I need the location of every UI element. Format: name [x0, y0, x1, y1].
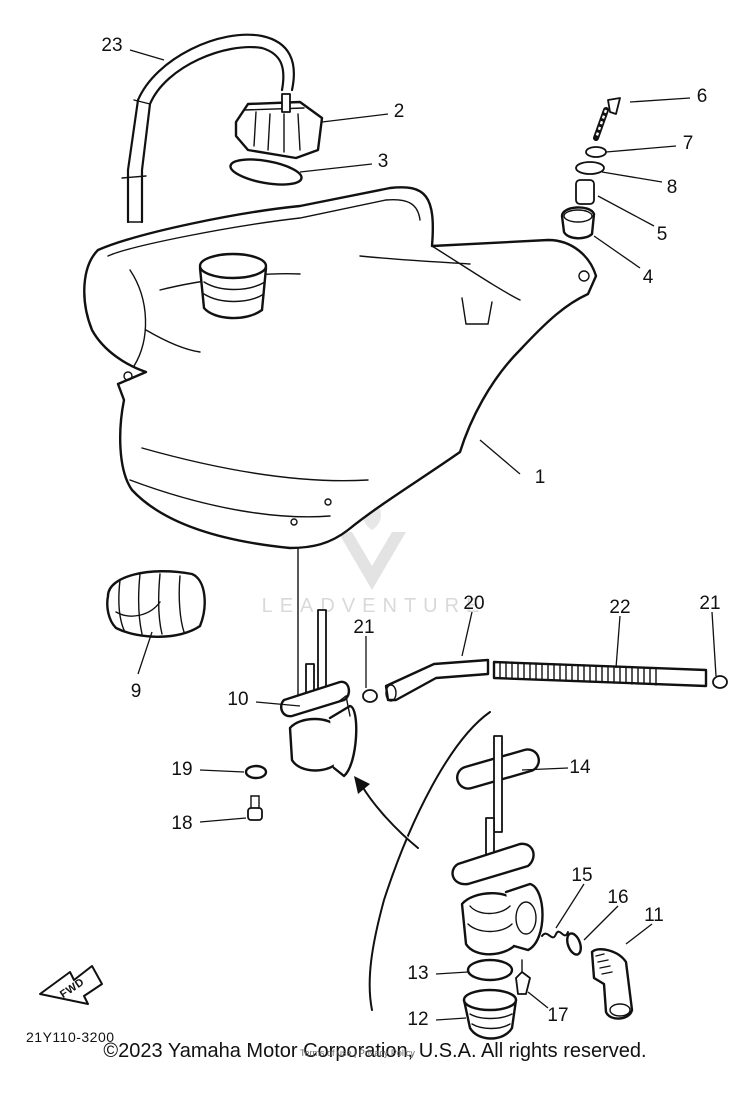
- callout-c3: 3: [378, 151, 389, 172]
- callout-c9: 9: [131, 681, 142, 702]
- spring: [541, 930, 569, 939]
- callout-c7: 7: [683, 133, 694, 154]
- leader-line-c4: [593, 235, 641, 269]
- filter-cup: [462, 988, 518, 1040]
- leader-line-c7: [605, 145, 677, 153]
- leader-line-c23: [129, 49, 165, 61]
- callout-c4: 4: [643, 267, 654, 288]
- leader-line-c18: [199, 817, 247, 823]
- watermark-text: LEADVENTURE: [262, 595, 487, 617]
- callout-c21a: 21: [353, 617, 374, 638]
- leader-line-c21b: [711, 611, 717, 677]
- fuel-cock: [280, 609, 358, 778]
- leader-line-c17: [527, 991, 549, 1009]
- hose-clamp-right: [712, 675, 728, 689]
- leader-line-c2: [321, 113, 389, 123]
- leader-line-c13: [435, 971, 469, 975]
- callout-c21b: 21: [699, 593, 720, 614]
- callout-c15: 15: [571, 865, 592, 886]
- callout-c8: 8: [667, 177, 678, 198]
- breather-hose: [121, 33, 295, 224]
- leader-line-c10: [255, 701, 301, 707]
- callout-c1: 1: [535, 467, 546, 488]
- leader-line-c16: [583, 905, 619, 941]
- leader-line-c9: [137, 631, 153, 675]
- fwd-arrow-icon: FWD: [39, 965, 103, 1005]
- callout-c18: 18: [171, 813, 192, 834]
- callout-c20: 20: [463, 593, 484, 614]
- callout-c5: 5: [657, 224, 668, 245]
- callout-c23: 23: [101, 35, 122, 56]
- leader-line-c11: [625, 923, 653, 945]
- leader-line-c6: [629, 97, 691, 103]
- callout-c22: 22: [609, 597, 630, 618]
- cap-gasket: [229, 158, 303, 186]
- callout-c13: 13: [407, 963, 428, 984]
- callout-c12: 12: [407, 1009, 428, 1030]
- fuel-cap: [234, 93, 324, 160]
- callout-c11: 11: [644, 905, 664, 926]
- fuel-cock-detail: [451, 817, 544, 956]
- hose-protector: [492, 660, 708, 688]
- callout-c2: 2: [394, 101, 405, 122]
- leader-line-c5: [597, 195, 655, 227]
- copyright-footer: ©2023 Yamaha Motor Corporation, U.S.A. A…: [0, 1036, 750, 1066]
- elbow-fitting: [590, 948, 634, 1020]
- leader-line-c14: [521, 767, 569, 771]
- copyright-text: ©2023 Yamaha Motor Corporation, U.S.A. A…: [103, 1040, 647, 1062]
- leader-line-c22: [615, 615, 621, 669]
- leader-line-c8: [601, 171, 663, 183]
- detail-arrow: [354, 776, 419, 849]
- leader-line-c3: [299, 163, 373, 173]
- fuel-hose: [384, 658, 490, 702]
- callout-c14: 14: [569, 757, 591, 778]
- small-o-ring: [566, 932, 582, 956]
- bowl-gasket: [466, 958, 514, 982]
- leader-line-c19: [199, 769, 245, 773]
- leader-line-c20: [461, 611, 473, 657]
- leader-line-c1: [479, 439, 521, 475]
- callout-c6: 6: [697, 86, 708, 107]
- tank-mount-hardware: [560, 97, 621, 240]
- drawing-code: 21Y110-3200: [26, 1029, 115, 1045]
- callout-c16: 16: [607, 887, 628, 908]
- leader-line-c12: [435, 1017, 467, 1021]
- hose-clamp-left: [362, 689, 378, 703]
- fuel-filter: [106, 570, 206, 638]
- callout-c10: 10: [227, 689, 248, 710]
- callout-c17: 17: [547, 1005, 568, 1026]
- gasket-o-ring: [456, 735, 540, 833]
- leader-line-c15: [555, 883, 585, 929]
- washer: [244, 764, 268, 780]
- callout-c19: 19: [171, 759, 192, 780]
- fuel-tank: [83, 186, 598, 550]
- footer-overlay-links[interactable]: Terms of use | Privacy Policy: [300, 1048, 415, 1058]
- screw: [247, 795, 263, 821]
- drain-screw: [515, 959, 531, 995]
